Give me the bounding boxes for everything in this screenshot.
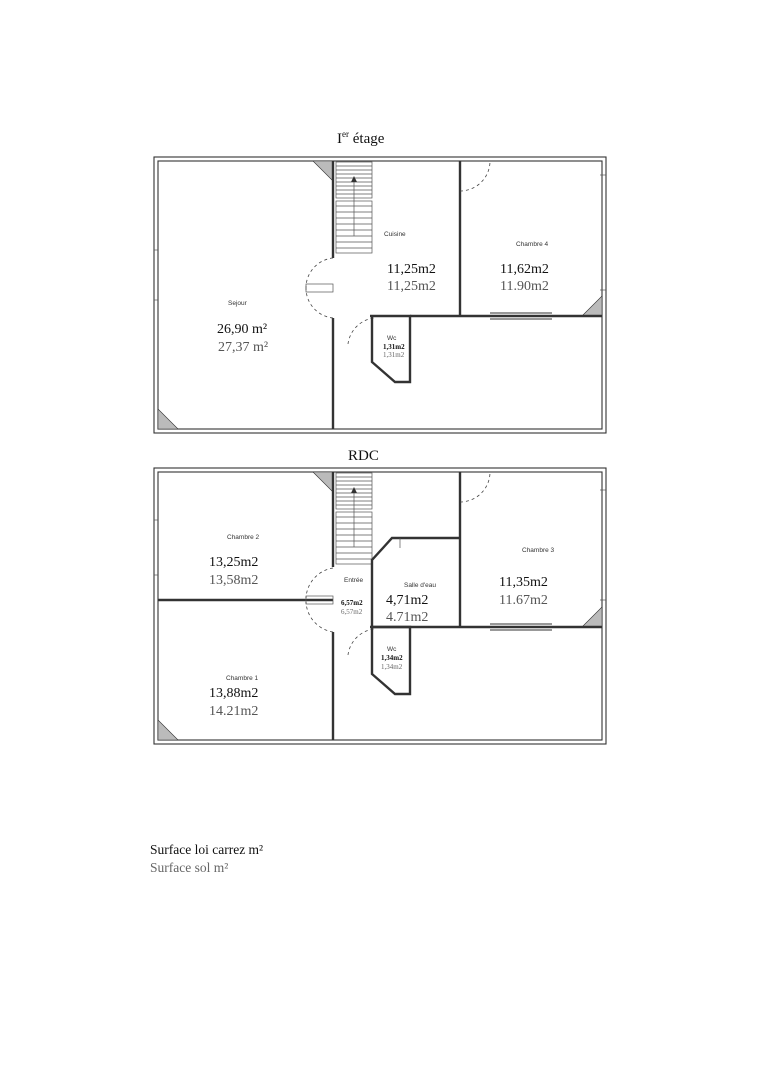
ground-staircase bbox=[335, 472, 373, 565]
entree-area-carrez: 6,57m2 bbox=[341, 599, 363, 607]
sejour-area-sol: 27,37 m² bbox=[218, 340, 268, 355]
upper-floor-title: Ier étage bbox=[337, 129, 385, 147]
chambre3-area-carrez: 11,35m2 bbox=[499, 575, 548, 590]
upper-staircase bbox=[335, 161, 373, 254]
wc-ground-label: Wc bbox=[387, 646, 397, 653]
chambre1-area-sol: 14.21m2 bbox=[209, 704, 258, 719]
cuisine-label: Cuisine bbox=[384, 231, 406, 238]
wc-upper-label: Wc bbox=[387, 335, 397, 342]
legend-carrez: Surface loi carrez m² bbox=[150, 842, 264, 857]
sejour-label: Sejour bbox=[228, 300, 248, 307]
wc-ground-area-carrez: 1,34m2 bbox=[381, 654, 403, 662]
chambre3-label: Chambre 3 bbox=[522, 547, 555, 554]
cuisine-area-carrez: 11,25m2 bbox=[387, 262, 436, 277]
wc-ground-area-sol: 1,34m2 bbox=[381, 663, 403, 671]
chambre2-area-carrez: 13,25m2 bbox=[209, 555, 258, 570]
upper-floor-plan: Ier étage bbox=[153, 129, 607, 434]
legend-sol: Surface sol m² bbox=[150, 860, 229, 875]
salle-eau-label: Salle d'eau bbox=[404, 582, 436, 589]
chambre4-label: Chambre 4 bbox=[516, 241, 549, 248]
chambre4-area-carrez: 11,62m2 bbox=[500, 262, 549, 277]
cuisine-area-sol: 11,25m2 bbox=[387, 279, 436, 294]
chambre2-area-sol: 13,58m2 bbox=[209, 573, 258, 588]
entree-area-sol: 6,57m2 bbox=[341, 608, 363, 616]
chambre2-label: Chambre 2 bbox=[227, 534, 260, 541]
ground-floor-title: RDC bbox=[348, 448, 379, 464]
wc-upper-area-sol: 1,31m2 bbox=[383, 351, 405, 359]
ground-outer-wall bbox=[153, 467, 607, 745]
wc-upper-area-carrez: 1,31m2 bbox=[383, 343, 405, 351]
chambre1-area-carrez: 13,88m2 bbox=[209, 686, 258, 701]
upper-outer-wall bbox=[153, 156, 607, 434]
salle-eau-area-sol: 4.71m2 bbox=[386, 610, 428, 625]
ground-floor-plan: RDC bbox=[153, 448, 607, 745]
upper-wc-box bbox=[370, 314, 412, 384]
chambre1-label: Chambre 1 bbox=[226, 675, 259, 682]
salle-eau-area-carrez: 4,71m2 bbox=[386, 593, 428, 608]
entree-label: Entrée bbox=[344, 577, 364, 584]
corner-hatch bbox=[312, 160, 334, 182]
sejour-area-carrez: 26,90 m² bbox=[217, 322, 267, 337]
chambre4-area-sol: 11.90m2 bbox=[500, 279, 549, 294]
chambre3-area-sol: 11.67m2 bbox=[499, 593, 548, 608]
